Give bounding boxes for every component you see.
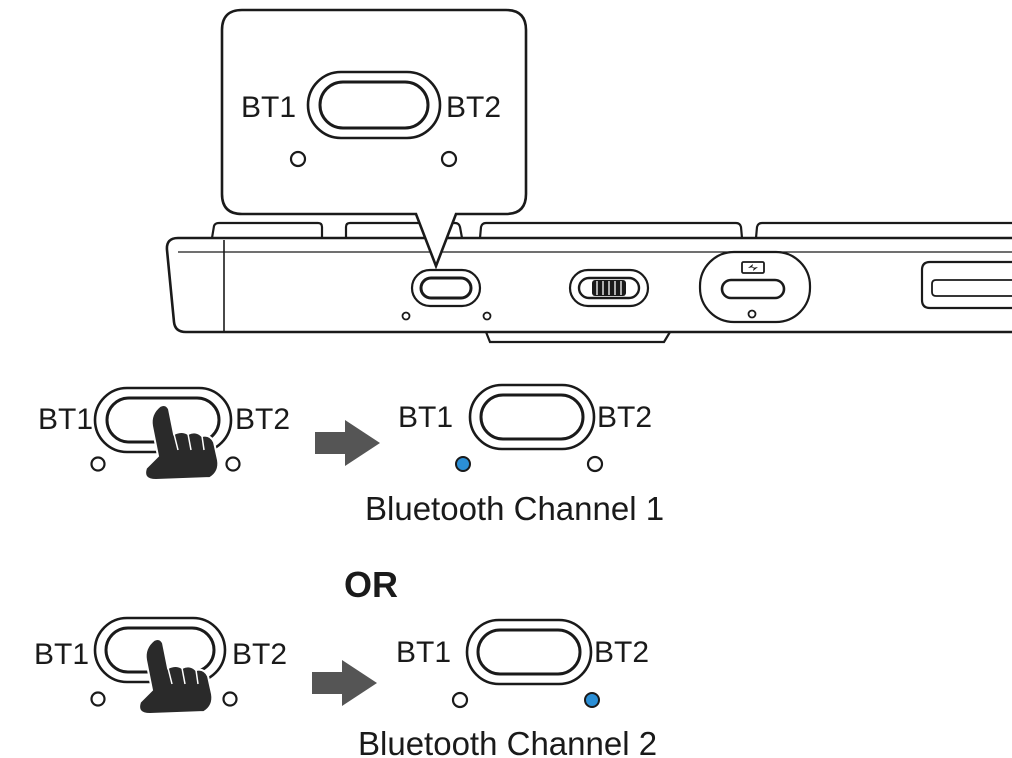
step-1-result-bt1-label: BT1 — [398, 401, 453, 434]
step-2-caption: Bluetooth Channel 2 — [358, 725, 657, 758]
right-arrow-icon — [315, 420, 380, 466]
step-1-led-bt2-off — [586, 455, 604, 473]
step-1-bt1-label: BT1 — [38, 403, 93, 436]
usb-port — [920, 260, 1012, 310]
charging-port — [698, 250, 812, 324]
callout-bt-switch — [306, 70, 442, 140]
right-arrow-icon — [312, 660, 377, 706]
step-2: BT1 BT2 BT1 BT2 Bluetooth Channel 2 — [34, 616, 657, 758]
step-2-result-bt1-label: BT1 — [396, 636, 451, 669]
keyboard-side-view — [165, 221, 1012, 344]
power-slider — [568, 268, 650, 308]
pointing-hand-icon — [144, 404, 220, 482]
step-1-led-bt1-on — [455, 456, 471, 472]
callout-bt2-label: BT2 — [446, 91, 501, 124]
callout-bubble: BT1 BT2 — [220, 8, 528, 270]
bt-switch-on-keyboard — [401, 268, 492, 321]
step-2-result-bt2-label: BT2 — [594, 636, 649, 669]
step-2-result-switch — [465, 618, 593, 686]
step-1-bt2-label: BT2 — [235, 403, 290, 436]
pointing-hand-icon — [138, 638, 214, 716]
callout-led-left — [289, 150, 307, 168]
step-2-bt1-label: BT1 — [34, 638, 89, 671]
charging-icon — [748, 264, 758, 271]
step-1: BT1 BT2 BT1 BT2 Bluetooth Channel 1 — [38, 383, 664, 527]
callout-bt1-label: BT1 — [241, 91, 296, 124]
step-1-result-switch — [468, 383, 596, 451]
step-1-result-bt2-label: BT2 — [597, 401, 652, 434]
step-1-caption: Bluetooth Channel 1 — [365, 490, 664, 527]
callout-led-right — [440, 150, 458, 168]
step-2-led-bt1-off — [451, 691, 469, 709]
step-2-led-bt2-on — [584, 692, 600, 708]
or-separator: OR — [344, 564, 398, 605]
step-2-bt2-label: BT2 — [232, 638, 287, 671]
